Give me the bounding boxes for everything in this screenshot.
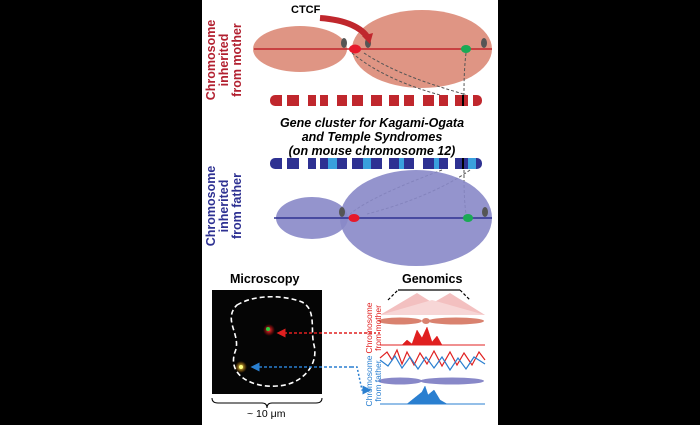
- maternal-gene-bar: [270, 95, 482, 106]
- genomics-title: Genomics: [402, 272, 463, 286]
- paternal-gene-bar: [270, 158, 482, 169]
- maternal-label: Chromosome inherited from mother: [204, 19, 244, 101]
- diagram-graphics: [211, 10, 492, 409]
- paternal-label: Chromosome inherited from father: [204, 165, 244, 247]
- genomics-panel: [378, 289, 486, 405]
- ctcf-label: CTCF: [291, 4, 321, 16]
- gene-cluster-title: Gene cluster for Kagami-Ogata and Temple…: [279, 116, 465, 158]
- maternal-short-label: Chromosome from mother: [364, 302, 383, 354]
- microscopy-image: [211, 290, 323, 409]
- scale-label: ~ 10 μm: [247, 408, 286, 420]
- paternal-domains: [274, 170, 492, 266]
- maternal-domains: [253, 10, 492, 88]
- microscopy-title: Microscopy: [230, 272, 300, 286]
- paternal-short-label: Chromosome from father: [364, 355, 383, 407]
- figure-panel: CTCF Chromosome inherited from mother Ge…: [202, 0, 498, 425]
